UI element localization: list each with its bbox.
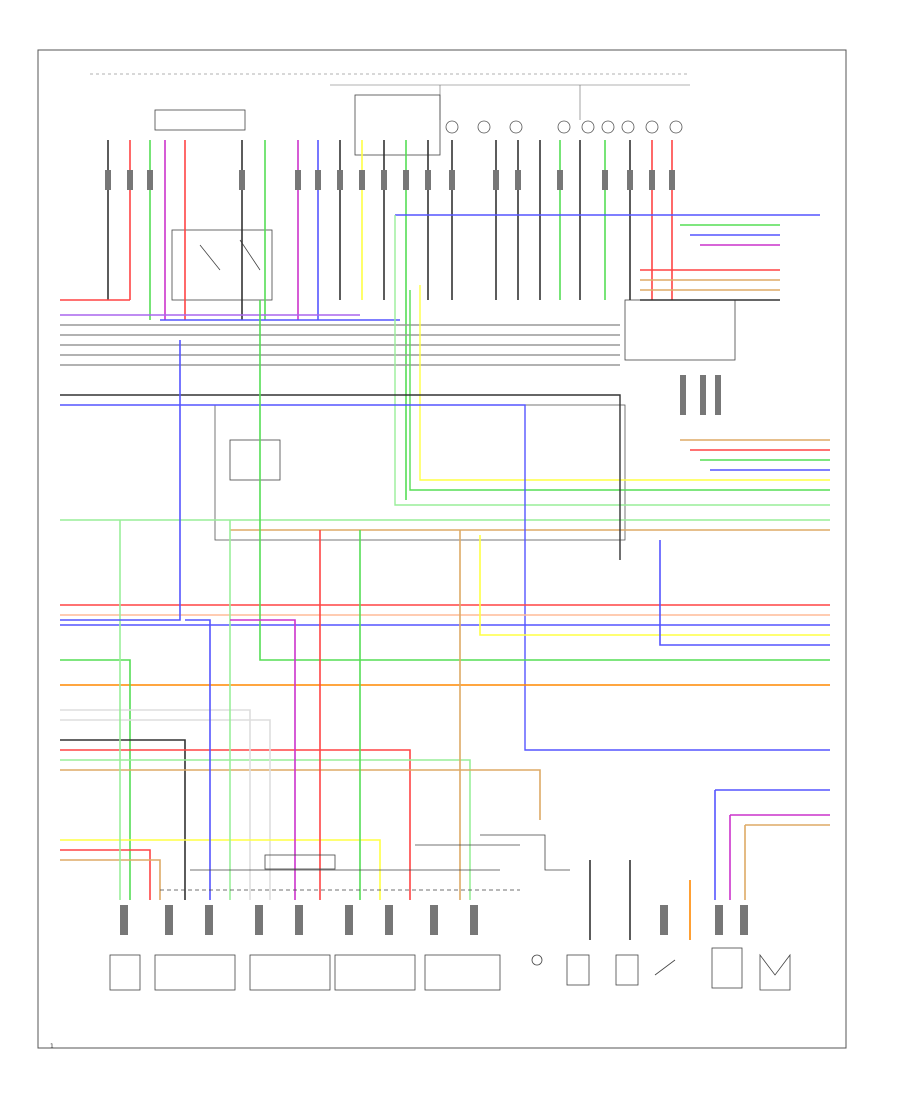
injector-2-icon [249, 954, 331, 991]
knock-sensor-1-icon [566, 954, 590, 986]
top-fuse-circles [445, 120, 683, 134]
page-number: 1 [50, 1043, 54, 1050]
right-side-wires [394, 214, 830, 506]
bottom-components [109, 947, 791, 991]
lower-ground-bus [160, 834, 570, 891]
vertical-wires-top [107, 140, 673, 500]
fuel-pump-icon [759, 953, 791, 991]
connector-ticks [105, 170, 748, 935]
injector-4-icon [424, 954, 501, 991]
fuel-pump-relay-icon [711, 947, 743, 989]
injector-3-icon [334, 954, 416, 991]
top-harness [90, 73, 690, 120]
lower-wires [60, 300, 830, 940]
neutral-switch-icon [654, 959, 676, 976]
idle-air-valve-icon [531, 954, 543, 966]
upper-left-bundle [60, 299, 620, 366]
injector-1-icon [154, 954, 236, 991]
middle-band [60, 394, 830, 751]
knock-sensor-2-icon [615, 954, 639, 986]
ecm-plug-1-icon [109, 954, 141, 991]
diagram-border [37, 49, 847, 1049]
